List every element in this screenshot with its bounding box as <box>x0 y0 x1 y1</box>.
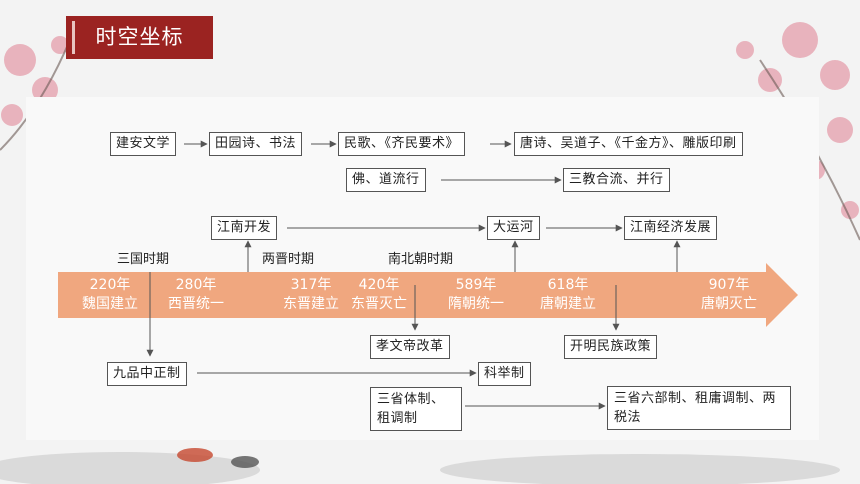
node-grand-canal: 大运河 <box>487 216 540 240</box>
timeline-point: 618年唐朝建立 <box>540 276 596 314</box>
timeline-year: 280年 <box>175 277 217 293</box>
page-title: 时空坐标 <box>66 16 213 59</box>
node-imperial-exam: 科举制 <box>478 362 531 386</box>
node-three-departments-six-ministries: 三省六部制、租庸调制、两税法 <box>607 386 791 430</box>
node-buddhism-taoism: 佛、道流行 <box>346 168 426 192</box>
node-jiangnan-economy: 江南经济发展 <box>624 216 718 240</box>
timeline-event: 魏国建立 <box>82 296 138 312</box>
timeline-point: 280年西晋统一 <box>168 276 224 314</box>
timeline-year: 317年 <box>290 277 332 293</box>
timeline-event: 东晋灭亡 <box>351 296 407 312</box>
timeline-point: 907年唐朝灭亡 <box>701 276 757 314</box>
timeline-point: 420年东晋灭亡 <box>351 276 407 314</box>
node-tang-culture: 唐诗、吴道子、《千金方》、雕版印刷 <box>514 132 743 156</box>
timeline-year: 420年 <box>358 277 400 293</box>
node-jiangnan-development: 江南开发 <box>211 216 278 240</box>
timeline-year: 589年 <box>455 277 497 293</box>
node-xiaowen-reform: 孝文帝改革 <box>370 335 450 359</box>
node-jiupin-system: 九品中正制 <box>107 362 187 386</box>
node-three-teachings: 三教合流、并行 <box>563 168 670 192</box>
timeline-year: 618年 <box>547 277 589 293</box>
timeline-year: 907年 <box>708 277 750 293</box>
timeline-event: 隋朝统一 <box>448 296 504 312</box>
timeline-event: 唐朝建立 <box>540 296 596 312</box>
era-three-kingdoms: 三国时期 <box>117 252 170 267</box>
node-ethnic-policy: 开明民族政策 <box>564 335 658 359</box>
node-pastoral-poetry: 田园诗、书法 <box>209 132 303 156</box>
timeline-event: 唐朝灭亡 <box>701 296 757 312</box>
timeline-point: 317年东晋建立 <box>283 276 339 314</box>
timeline-event: 西晋统一 <box>168 296 224 312</box>
era-southern-northern: 南北朝时期 <box>388 252 454 267</box>
node-folk-songs: 民歌、《齐民要术》 <box>338 132 466 156</box>
timeline-arrow <box>58 263 798 327</box>
node-three-departments: 三省体制、租调制 <box>370 387 462 431</box>
timeline-point: 589年隋朝统一 <box>448 276 504 314</box>
timeline-event: 东晋建立 <box>283 296 339 312</box>
era-two-jin: 两晋时期 <box>262 252 315 267</box>
node-jianan-literature: 建安文学 <box>110 132 177 156</box>
timeline-point: 220年魏国建立 <box>82 276 138 314</box>
timeline-year: 220年 <box>89 277 131 293</box>
